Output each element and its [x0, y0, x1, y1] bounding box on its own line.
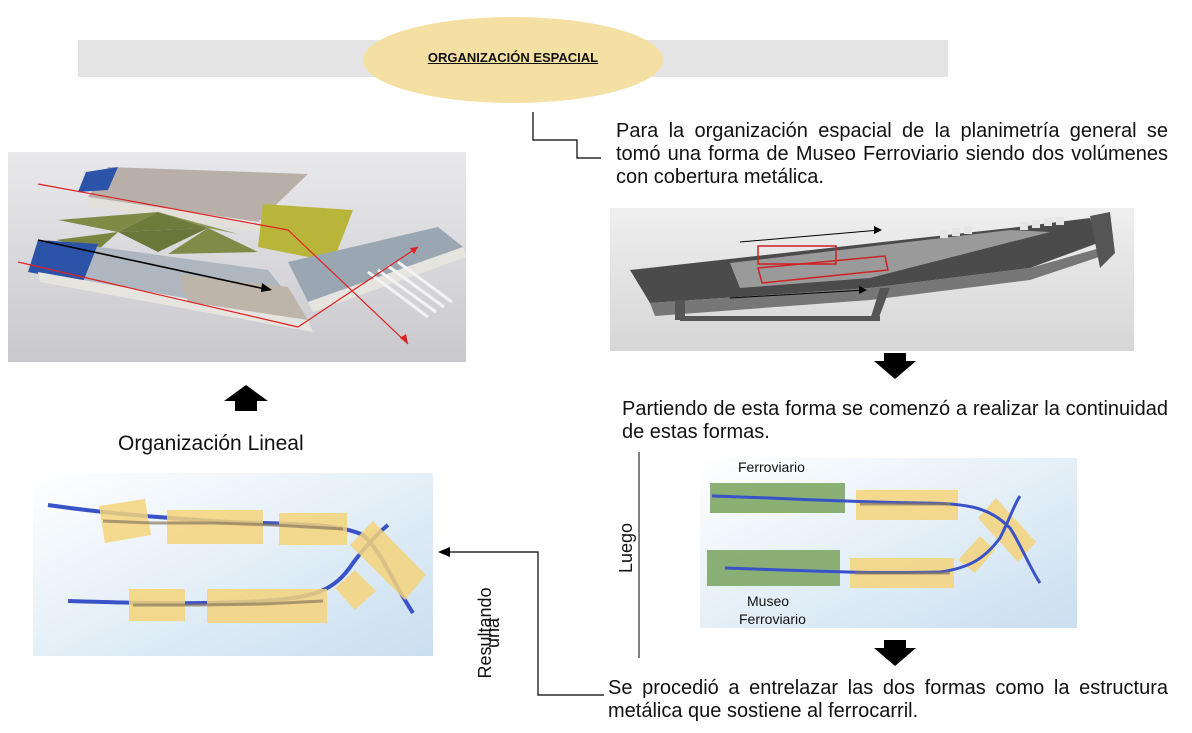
continuity-text: Partiendo de esta forma se comenzó a rea…	[622, 398, 1168, 443]
render-3d-image	[8, 152, 466, 362]
header-connector	[532, 112, 601, 159]
arrow-down-icon-2	[874, 640, 916, 666]
connector-arrow-icon	[438, 547, 604, 696]
ferroviario-label: Ferroviario	[738, 459, 805, 475]
header-ellipse	[363, 17, 663, 103]
intro-text: Para la organización espacial de la plan…	[616, 120, 1168, 188]
museo-label-line2: Ferroviario	[739, 611, 806, 627]
page-title: ORGANIZACIÓN ESPACIAL	[427, 50, 599, 65]
luego-divider	[638, 452, 640, 658]
continuity-image	[700, 458, 1077, 628]
luego-label: Luego	[616, 522, 636, 574]
arrow-up-icon	[224, 385, 268, 411]
render-museum-image	[610, 208, 1134, 351]
organization-label: Organización Lineal	[118, 432, 304, 455]
arrow-down-icon	[874, 353, 916, 379]
interlace-text: Se procedió a entrelazar las dos formas …	[608, 677, 1168, 722]
museo-label-line1: Museo	[747, 593, 790, 609]
linear-organization-image	[33, 473, 433, 656]
